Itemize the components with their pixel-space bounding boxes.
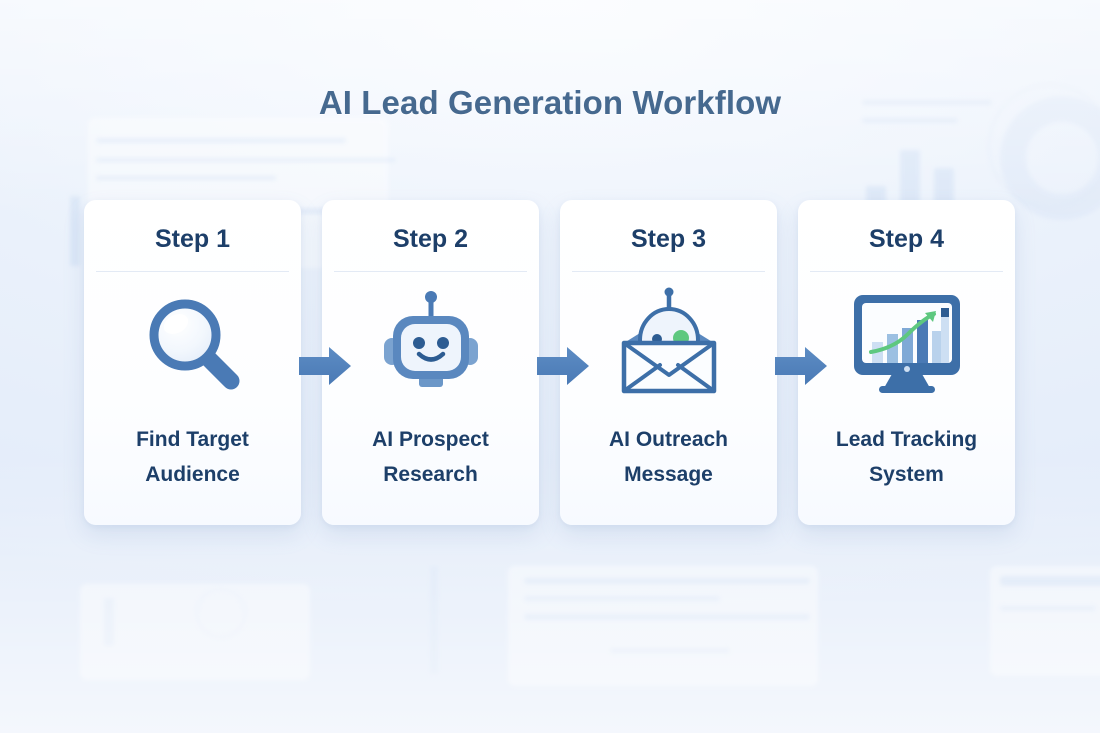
card-divider (572, 271, 765, 272)
step-title: AI Prospect Research (332, 422, 529, 492)
workflow-step-card-3[interactable]: Step 3 (560, 200, 777, 525)
step-title-line2: Audience (145, 463, 240, 486)
step-label: Step 4 (868, 225, 945, 253)
magnifying-glass-icon (84, 282, 301, 404)
step-title-line2: Message (624, 463, 713, 486)
arrow-right-icon (537, 346, 589, 386)
robot-head-icon (322, 282, 539, 404)
arrow-right-icon (775, 346, 827, 386)
workflow-steps: Step 1 (0, 200, 1100, 526)
card-divider (810, 271, 1003, 272)
step-label: Step 3 (630, 225, 707, 253)
step-title: Find Target Audience (94, 422, 291, 492)
monitor-chart-icon (798, 282, 1015, 404)
step-title-line1: Lead Tracking (835, 428, 978, 451)
workflow-step-card-4[interactable]: Step 4 (798, 200, 1015, 525)
step-title-line2: Research (383, 463, 478, 486)
workflow-step-card-1[interactable]: Step 1 (84, 200, 301, 525)
step-label: Step 2 (392, 225, 469, 253)
step-label: Step 1 (154, 225, 231, 253)
card-divider (96, 271, 289, 272)
workflow-step-card-2[interactable]: Step 2 (322, 200, 539, 525)
card-divider (334, 271, 527, 272)
step-title: AI Outreach Message (570, 422, 767, 492)
step-title-line2: System (869, 463, 944, 486)
step-title: Lead Tracking System (808, 422, 1005, 492)
step-title-line1: AI Prospect (372, 428, 489, 451)
envelope-robot-icon (560, 282, 777, 404)
page-title: AI Lead Generation Workflow (318, 84, 782, 121)
step-title-line1: Find Target (136, 428, 249, 451)
step-title-line1: AI Outreach (608, 428, 729, 451)
arrow-right-icon (299, 346, 351, 386)
